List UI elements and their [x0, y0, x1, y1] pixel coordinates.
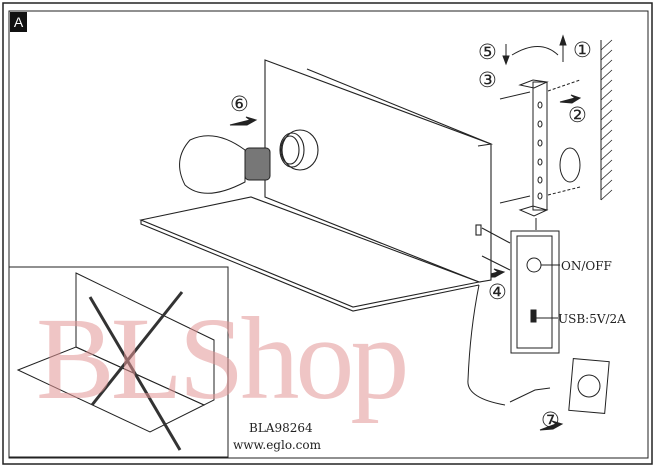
- wall-icon: [600, 39, 613, 201]
- website: www.eglo.com: [233, 438, 321, 452]
- usb-label: USB:5V/2A: [558, 312, 626, 326]
- step-7-label: ⑦: [541, 408, 560, 432]
- inset-not-allowed: [8, 266, 229, 458]
- step-4-label: ④: [488, 280, 507, 304]
- light-bulb-icon: [179, 135, 271, 194]
- step-2-label: ②: [568, 103, 587, 127]
- cross-out-icon: [88, 291, 184, 451]
- watermark: BLShop: [36, 293, 409, 424]
- step-6-label: ⑥: [230, 92, 249, 116]
- power-cable-plug-icon: [467, 284, 610, 415]
- panel-label: A: [10, 12, 27, 32]
- step-3-label: ③: [478, 68, 497, 92]
- step-5-label: ⑤: [478, 40, 497, 64]
- step-1-label: ①: [573, 38, 592, 62]
- arrow-icons: [229, 34, 582, 431]
- model-number: BLA98264: [249, 421, 313, 435]
- mounting-bracket-icon: [499, 79, 581, 230]
- inner-border: [8, 10, 649, 459]
- switch-box-detail: [510, 230, 560, 354]
- on-off-label: ON/OFF: [561, 259, 612, 273]
